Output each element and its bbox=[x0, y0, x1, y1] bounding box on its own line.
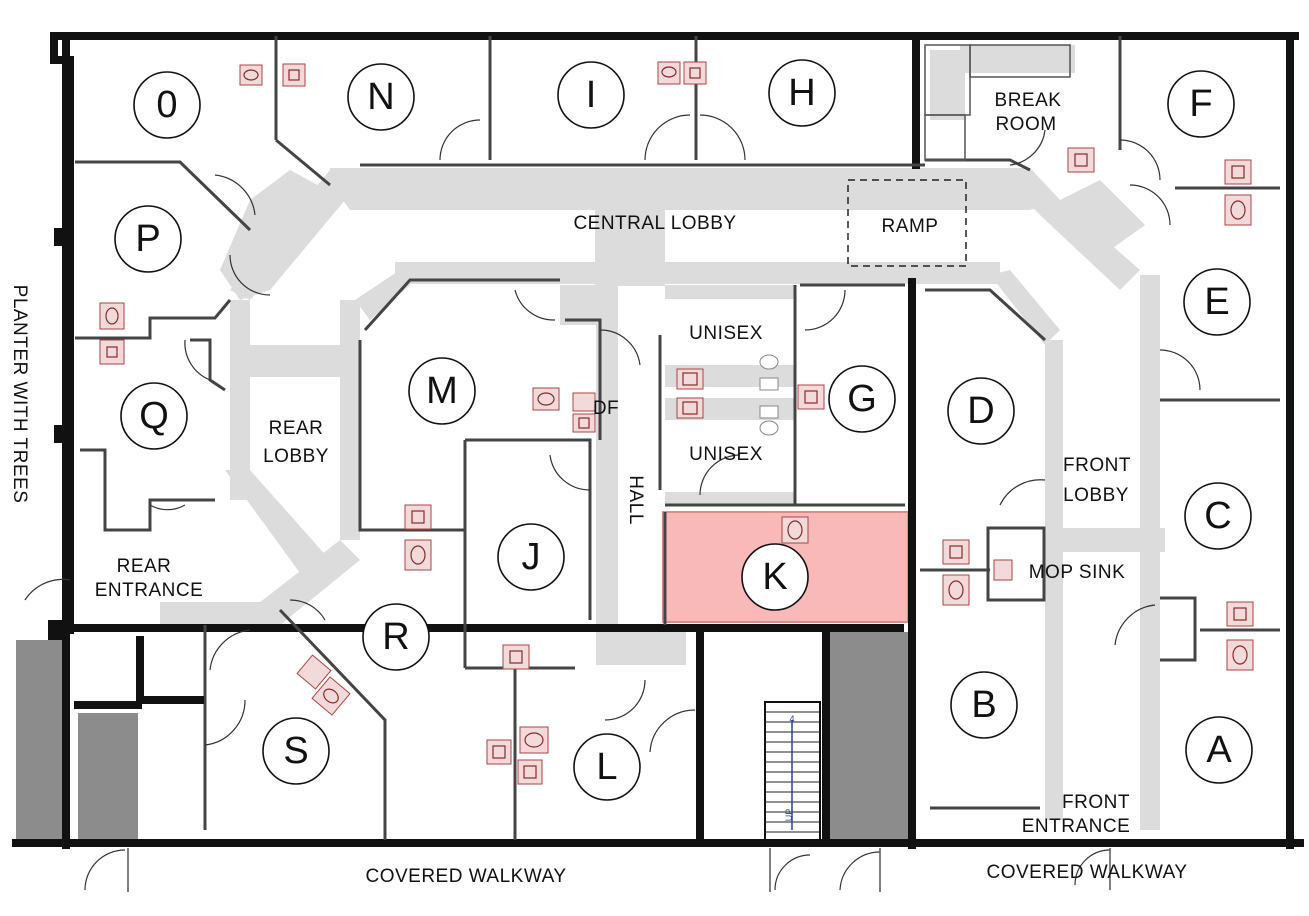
corridors bbox=[160, 45, 1165, 830]
front-entrance-label-2: ENTRANCE bbox=[1022, 816, 1131, 837]
room-g: G bbox=[828, 365, 896, 433]
fixture-group-c bbox=[1226, 601, 1254, 671]
fixture-group-df bbox=[532, 387, 596, 433]
room-s: S bbox=[262, 717, 330, 785]
fixture-group-k bbox=[781, 516, 809, 544]
svg-text:M: M bbox=[426, 370, 458, 412]
svg-text:E: E bbox=[1204, 281, 1229, 323]
front-lobby-label-2: LOBBY bbox=[1063, 485, 1129, 506]
svg-text:C: C bbox=[1204, 495, 1231, 537]
ramp-outline bbox=[847, 179, 967, 267]
break-room-label-1: BREAK bbox=[995, 90, 1062, 111]
room-m: M bbox=[408, 357, 476, 425]
room-a: A bbox=[1185, 716, 1253, 784]
rear-lobby-label-2: LOBBY bbox=[263, 446, 329, 467]
rear-entrance-label-1: REAR bbox=[117, 556, 172, 577]
svg-text:G: G bbox=[847, 378, 877, 420]
stair-number-label: 4 bbox=[789, 714, 794, 724]
fixture-group-p bbox=[99, 302, 125, 365]
fixture-group-j bbox=[502, 644, 530, 670]
ramp-label: RAMP bbox=[882, 216, 939, 237]
hall-label: HALL bbox=[625, 475, 646, 525]
svg-text:I: I bbox=[586, 74, 597, 116]
area-labels: BREAK ROOM CENTRAL LOBBY RAMP UNISEX UNI… bbox=[9, 90, 1187, 887]
room-i: I bbox=[557, 61, 625, 129]
plumbing-fixtures bbox=[99, 61, 1254, 785]
svg-text:S: S bbox=[283, 730, 308, 772]
rear-entrance-label-2: ENTRANCE bbox=[95, 580, 204, 601]
front-entrance-label-1: FRONT bbox=[1062, 792, 1130, 813]
exterior-walls bbox=[12, 32, 1304, 849]
fixture-group-d bbox=[942, 539, 1013, 606]
fixture-group-s bbox=[296, 654, 351, 716]
break-room-counter bbox=[924, 44, 1071, 161]
svg-text:B: B bbox=[971, 684, 996, 726]
fixture-group-top-i bbox=[657, 61, 707, 85]
central-lobby-label: CENTRAL LOBBY bbox=[573, 213, 736, 234]
svg-text:H: H bbox=[788, 72, 815, 114]
stairs: 4 UP bbox=[764, 701, 821, 841]
interior-walls bbox=[74, 36, 1280, 840]
break-room-label-2: ROOM bbox=[995, 114, 1056, 135]
room-f: F bbox=[1167, 70, 1235, 138]
svg-text:N: N bbox=[367, 76, 394, 118]
room-k: K bbox=[741, 543, 809, 611]
svg-text:L: L bbox=[596, 746, 617, 788]
svg-text:P: P bbox=[135, 218, 160, 260]
svg-text:F: F bbox=[1189, 83, 1212, 125]
stair-up-label: UP bbox=[784, 809, 794, 822]
room-l: L bbox=[573, 733, 641, 801]
fixture-group-f bbox=[1067, 147, 1252, 226]
unisex-bottom-label: UNISEX bbox=[689, 444, 763, 465]
mop-sink-label: MOP SINK bbox=[1029, 562, 1126, 583]
room-e: E bbox=[1183, 268, 1251, 336]
fixture-group-m bbox=[404, 504, 432, 571]
svg-text:R: R bbox=[382, 616, 409, 658]
df-label: DF bbox=[593, 398, 619, 419]
svg-text:Q: Q bbox=[139, 395, 169, 437]
fixture-group-top-n bbox=[239, 63, 306, 87]
covered-walkway-left-label: COVERED WALKWAY bbox=[365, 866, 566, 887]
svg-text:0: 0 bbox=[156, 84, 177, 126]
planter-label: PLANTER WITH TREES bbox=[9, 285, 30, 504]
fixture-group-l bbox=[486, 726, 549, 785]
front-lobby-label-1: FRONT bbox=[1063, 455, 1131, 476]
room-h: H bbox=[768, 59, 836, 127]
covered-walkway-right-label: COVERED WALKWAY bbox=[986, 862, 1187, 883]
room-d: D bbox=[947, 377, 1015, 445]
svg-text:D: D bbox=[967, 390, 994, 432]
room-n: N bbox=[347, 63, 415, 131]
dark-blocks bbox=[16, 632, 914, 842]
room-o: 0 bbox=[133, 71, 201, 139]
room-labels: 0 N I H F P E M G Q D C J K R B S A L bbox=[114, 59, 1253, 801]
unisex-top-label: UNISEX bbox=[689, 323, 763, 344]
room-j: J bbox=[497, 523, 565, 591]
door-swings bbox=[24, 114, 1201, 892]
fixture-group-unisex bbox=[676, 354, 825, 436]
room-r: R bbox=[362, 603, 430, 671]
room-b: B bbox=[950, 671, 1018, 739]
room-q: Q bbox=[120, 382, 188, 450]
svg-text:K: K bbox=[762, 556, 787, 598]
room-c: C bbox=[1184, 482, 1252, 550]
svg-text:A: A bbox=[1206, 729, 1232, 771]
rear-lobby-label-1: REAR bbox=[269, 418, 324, 439]
svg-text:J: J bbox=[522, 536, 541, 578]
room-p: P bbox=[114, 205, 182, 273]
